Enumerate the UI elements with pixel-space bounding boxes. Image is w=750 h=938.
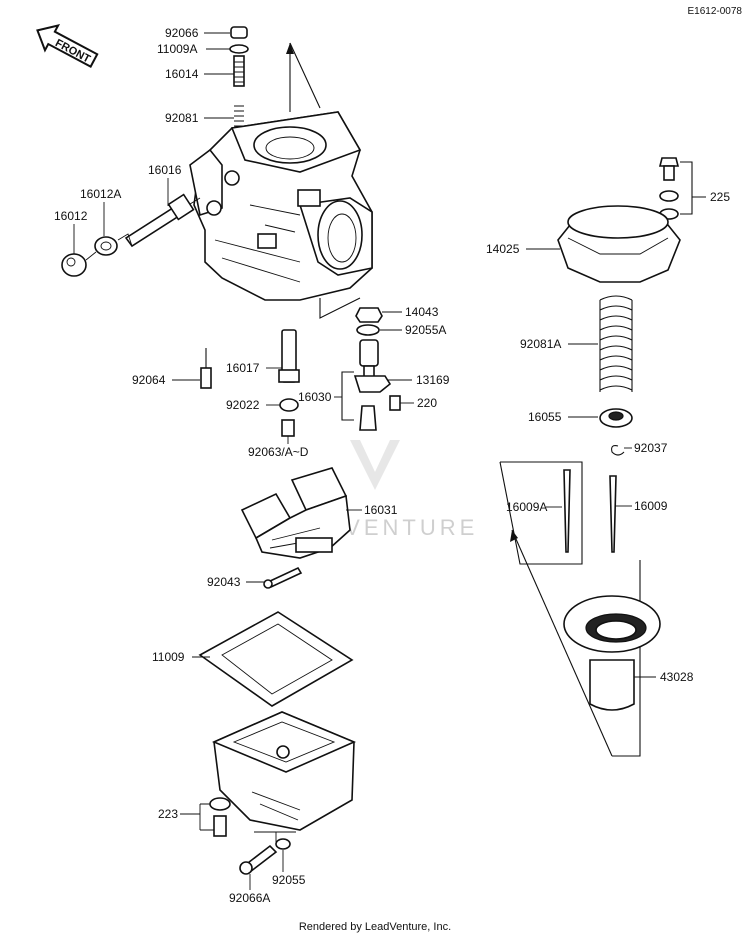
label-14043: 14043	[405, 305, 439, 319]
label-14025: 14025	[486, 242, 520, 256]
part-float-bowl	[211, 711, 357, 831]
axis-arrowhead	[286, 43, 294, 54]
label-92043: 92043	[207, 575, 241, 589]
part-92022-washer	[279, 398, 299, 412]
label-16016: 16016	[148, 163, 182, 177]
label-92064: 92064	[132, 373, 166, 387]
label-16031: 16031	[364, 503, 398, 517]
part-11009-gasket	[198, 611, 354, 707]
part-16016-screw	[124, 193, 195, 248]
axis-line-slant	[289, 42, 321, 109]
label-92055A: 92055A	[405, 323, 446, 337]
label-92066: 92066	[165, 26, 199, 40]
needle-frame	[499, 461, 583, 565]
label-92037: 92037	[634, 441, 668, 455]
label-16009: 16009	[634, 499, 668, 513]
label-43028: 43028	[660, 670, 694, 684]
labels: 92066 11009A 16014 92081 16016 16012A 16…	[54, 26, 730, 905]
label-11009A: 11009A	[157, 42, 197, 56]
part-92043-pin	[263, 566, 303, 589]
label-16014: 16014	[165, 67, 199, 81]
part-16017-needle-jet	[278, 329, 300, 383]
part-16009A-needle	[563, 469, 571, 553]
part-220-screw	[389, 395, 401, 411]
label-16009A: 16009A	[506, 500, 547, 514]
part-16014-screw	[233, 55, 245, 87]
part-16012A-nut	[94, 236, 118, 256]
label-92066A: 92066A	[229, 891, 270, 905]
part-14025-top-cover	[557, 205, 681, 283]
part-16012-cap	[61, 253, 87, 277]
part-92063-main-jet	[281, 419, 295, 437]
label-16055: 16055	[528, 410, 562, 424]
label-16012: 16012	[54, 209, 88, 223]
part-11009A-oring	[229, 44, 249, 54]
screw-alignment-lines	[85, 197, 201, 261]
label-92055: 92055	[272, 873, 306, 887]
carburetor-body	[189, 111, 373, 301]
part-16031-float	[240, 467, 351, 559]
part-92064-screw	[200, 348, 212, 389]
label-92063: 92063/A~D	[248, 445, 309, 459]
label-16012A: 16012A	[80, 187, 121, 201]
label-13169: 13169	[416, 373, 450, 387]
label-16030: 16030	[298, 390, 332, 404]
footer-credit: Rendered by LeadVenture, Inc.	[299, 921, 451, 933]
connector-body-jets	[319, 297, 361, 319]
front-arrow-icon: FRONT	[36, 24, 99, 68]
part-92081A-spring	[599, 295, 633, 392]
label-92081A: 92081A	[520, 337, 561, 351]
part-43028-piston	[563, 595, 661, 711]
part-92066A-drain-screw	[239, 844, 278, 875]
part-225-screw-set	[658, 157, 706, 220]
needle-arrowhead	[510, 530, 518, 542]
label-220: 220	[417, 396, 437, 410]
part-16030-float-valve	[341, 339, 392, 431]
needle-leader-right	[612, 560, 641, 757]
needle-leader-left	[511, 529, 613, 757]
part-92037-clip	[611, 445, 625, 456]
label-92022: 92022	[226, 398, 260, 412]
part-16009-needle	[609, 475, 617, 553]
part-92055A-oring	[356, 324, 380, 336]
part-92055-oring	[275, 838, 291, 850]
part-92066-cap	[230, 26, 248, 39]
drain-leader	[254, 831, 296, 842]
label-11009: 11009	[152, 650, 185, 664]
label-92081: 92081	[165, 111, 199, 125]
part-16055-holder	[599, 408, 633, 428]
label-16017: 16017	[226, 361, 260, 375]
part-223-screw	[209, 797, 231, 837]
label-223: 223	[158, 807, 178, 821]
label-225: 225	[710, 190, 730, 204]
part-14043-nut	[355, 307, 383, 323]
diagram-code: E1612-0078	[688, 6, 743, 17]
